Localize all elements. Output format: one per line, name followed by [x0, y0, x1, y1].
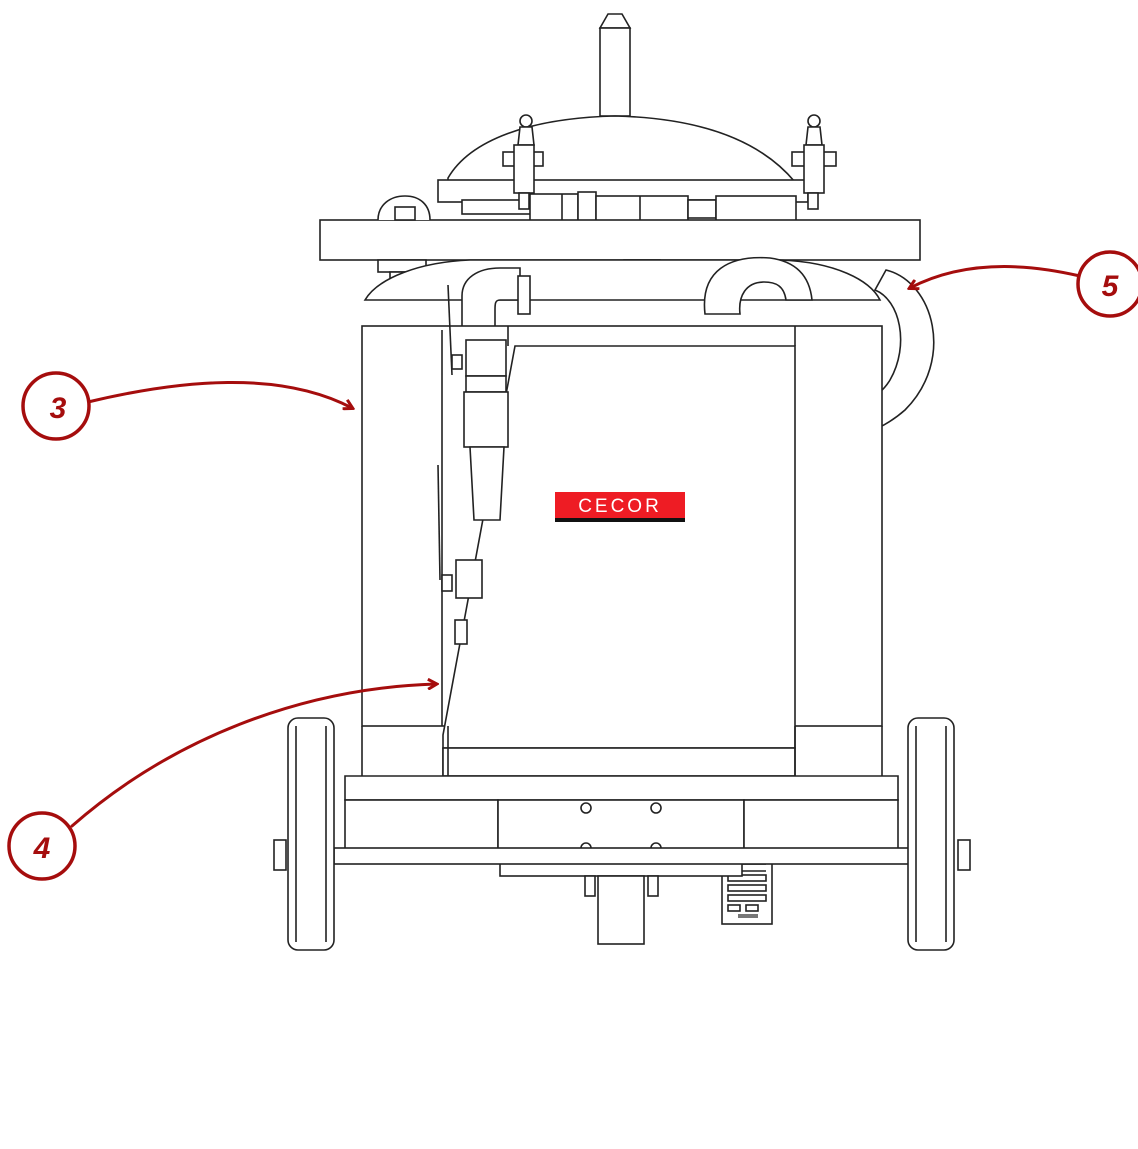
exhaust-pipe: [598, 13, 632, 117]
callout-4-label: 4: [33, 832, 51, 865]
callout-arrows: [70, 265, 1082, 828]
dome-lid: [447, 115, 796, 189]
logo-text: CECOR: [578, 496, 662, 517]
wheel-left: [273, 717, 335, 951]
callout-3: 3: [21, 371, 91, 441]
top-plate: [319, 219, 921, 261]
callout-5: 5: [1076, 250, 1138, 318]
callout-3-label: 3: [50, 392, 67, 425]
lid-clamp-left: [502, 114, 544, 210]
cecor-logo: CECOR: [555, 492, 685, 522]
callout-5-arrow: [910, 265, 1082, 288]
elbow-pipe-left: [461, 267, 531, 341]
logo-background: [555, 492, 685, 518]
callout-3-arrow: [86, 380, 352, 408]
callout-4: 4: [7, 811, 77, 881]
lid-fitting: [529, 191, 797, 227]
side-valve: [437, 284, 509, 645]
cart-base: [333, 775, 911, 945]
callout-5-label: 5: [1102, 270, 1120, 303]
machine-drawing: [273, 13, 971, 951]
lid-clamp-right: [791, 114, 837, 210]
wheel-right: [907, 717, 971, 951]
callout-4-arrow: [70, 684, 436, 828]
